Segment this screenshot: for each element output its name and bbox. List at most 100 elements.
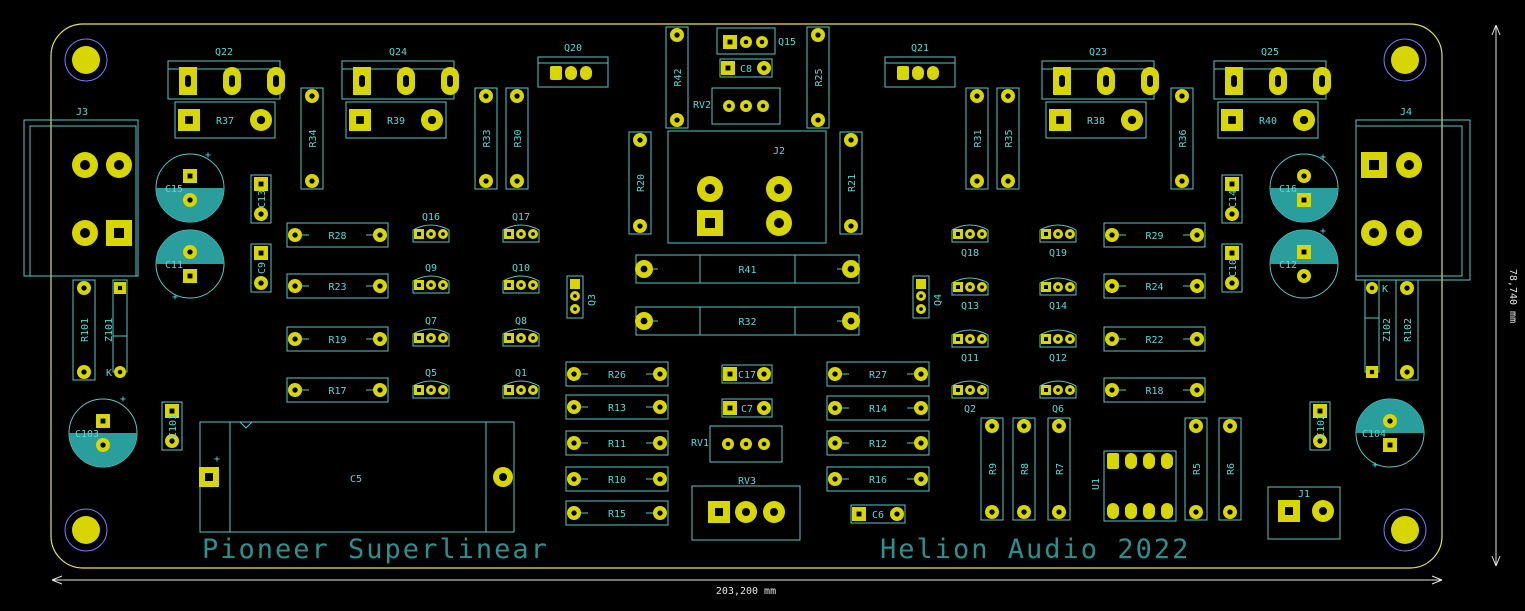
label-r102: R102 xyxy=(1403,318,1414,342)
label-r101: R101 xyxy=(80,318,91,342)
label-j1: J1 xyxy=(1298,489,1310,500)
capacitor-c8 xyxy=(719,58,773,78)
label-c5: C5 xyxy=(350,474,362,485)
transistor-q8 xyxy=(502,328,540,347)
label-j3: J3 xyxy=(76,107,88,118)
label-r29: R29 xyxy=(1145,231,1163,242)
board-width-label: 203,200 mm xyxy=(716,586,776,597)
dimension-vertical: 78,740 mm xyxy=(1491,24,1518,567)
label-r26: R26 xyxy=(608,370,626,381)
label-r37: R37 xyxy=(216,116,234,127)
label-c104: C104 xyxy=(1362,429,1386,440)
label-r6: R6 xyxy=(1226,463,1237,475)
capacitor-c14 xyxy=(1221,174,1243,224)
resistor-r36 xyxy=(1170,87,1194,190)
label-q3: Q3 xyxy=(587,294,598,306)
label-q1: Q1 xyxy=(515,368,527,379)
brand-right-text: Helion Audio 2022 xyxy=(880,534,1190,565)
label-r30: R30 xyxy=(513,129,524,147)
label-r21: R21 xyxy=(847,174,858,192)
label-c103: C103 xyxy=(75,429,99,440)
label-c7: C7 xyxy=(741,404,753,415)
capacitor-c6 xyxy=(850,504,906,524)
resistor-r35 xyxy=(996,87,1020,190)
label-r20: R20 xyxy=(636,174,647,192)
resistor-r42 xyxy=(665,26,689,129)
plus-mark-c103: + xyxy=(120,394,126,405)
brand-left-text: Pioneer Superlinear xyxy=(202,534,549,565)
label-r8: R8 xyxy=(1020,463,1031,475)
mounting-holes xyxy=(64,38,1427,552)
label-q23: Q23 xyxy=(1089,47,1107,58)
board-height-label: 78,740 mm xyxy=(1507,269,1518,323)
label-q10: Q10 xyxy=(512,263,530,274)
label-q6: Q6 xyxy=(1052,404,1064,415)
label-c14: C14 xyxy=(1228,190,1239,208)
resistor-r7 xyxy=(1047,417,1071,521)
label-r28: R28 xyxy=(328,231,346,242)
transistor-q1 xyxy=(502,380,540,399)
label-q12: Q12 xyxy=(1049,353,1067,364)
label-r13: R13 xyxy=(608,403,626,414)
label-q20: Q20 xyxy=(564,43,582,54)
transistor-q20 xyxy=(537,56,609,88)
label-q24: Q24 xyxy=(389,47,407,58)
label-r25: R25 xyxy=(814,68,825,86)
capacitor-c5: C5 + xyxy=(199,421,515,533)
transistor-q10 xyxy=(502,275,540,294)
connector-j1: J1 xyxy=(1267,486,1341,540)
transistor-q12 xyxy=(1039,329,1077,348)
label-r14: R14 xyxy=(869,404,887,415)
transistor-q15 xyxy=(716,27,776,55)
label-q13: Q13 xyxy=(961,301,979,312)
board-outline xyxy=(50,23,1443,569)
label-r17: R17 xyxy=(328,386,346,397)
label-q15: Q15 xyxy=(778,37,796,48)
transistor-q17 xyxy=(502,224,540,243)
label-c12: C12 xyxy=(1279,260,1297,271)
label-j2: J2 xyxy=(773,146,785,157)
label-r32: R32 xyxy=(738,317,756,328)
transistor-q4 xyxy=(912,275,930,319)
transistor-q3 xyxy=(566,275,584,319)
transistor-q7 xyxy=(412,328,450,347)
resistor-r9 xyxy=(980,417,1004,521)
label-r22: R22 xyxy=(1145,335,1163,346)
label-r18: R18 xyxy=(1145,386,1163,397)
connector-j4: J4 xyxy=(1355,107,1471,281)
label-r24: R24 xyxy=(1145,282,1163,293)
label-u1: U1 xyxy=(1091,478,1102,490)
label-r40: R40 xyxy=(1259,116,1277,127)
capacitor-c101 xyxy=(161,401,183,451)
label-c17: C17 xyxy=(738,370,756,381)
label-c101: C101 xyxy=(168,414,179,438)
label-q17: Q17 xyxy=(512,212,530,223)
label-r10: R10 xyxy=(608,475,626,486)
label-r35: R35 xyxy=(1004,129,1015,147)
plus-mark-c104: + xyxy=(1372,460,1378,471)
label-r19: R19 xyxy=(328,335,346,346)
transistor-q13 xyxy=(951,277,989,296)
dimension-horizontal: 203,200 mm xyxy=(51,575,1443,597)
label-r27: R27 xyxy=(869,370,887,381)
resistor-r33 xyxy=(474,87,498,190)
label-z102: Z102 xyxy=(1382,318,1393,342)
transistor-q6 xyxy=(1039,380,1077,399)
plus-mark-c11: + xyxy=(172,292,178,303)
label-q18: Q18 xyxy=(961,248,979,259)
label-c15: C15 xyxy=(165,184,183,195)
label-c16: C16 xyxy=(1279,184,1297,195)
label-q14: Q14 xyxy=(1049,301,1067,312)
label-rv2: RV2 xyxy=(693,100,711,111)
label-c8: C8 xyxy=(740,64,752,75)
plus-mark-c5: + xyxy=(214,454,220,465)
label-q5: Q5 xyxy=(425,368,437,379)
trimmer-rv1 xyxy=(709,425,783,463)
capacitor-c13 xyxy=(250,174,272,224)
label-c6: C6 xyxy=(872,510,884,521)
connector-j3: J3 xyxy=(23,107,139,277)
capacitor-c9 xyxy=(250,243,272,293)
label-r11: R11 xyxy=(608,439,626,450)
label-r36: R36 xyxy=(1178,129,1189,147)
